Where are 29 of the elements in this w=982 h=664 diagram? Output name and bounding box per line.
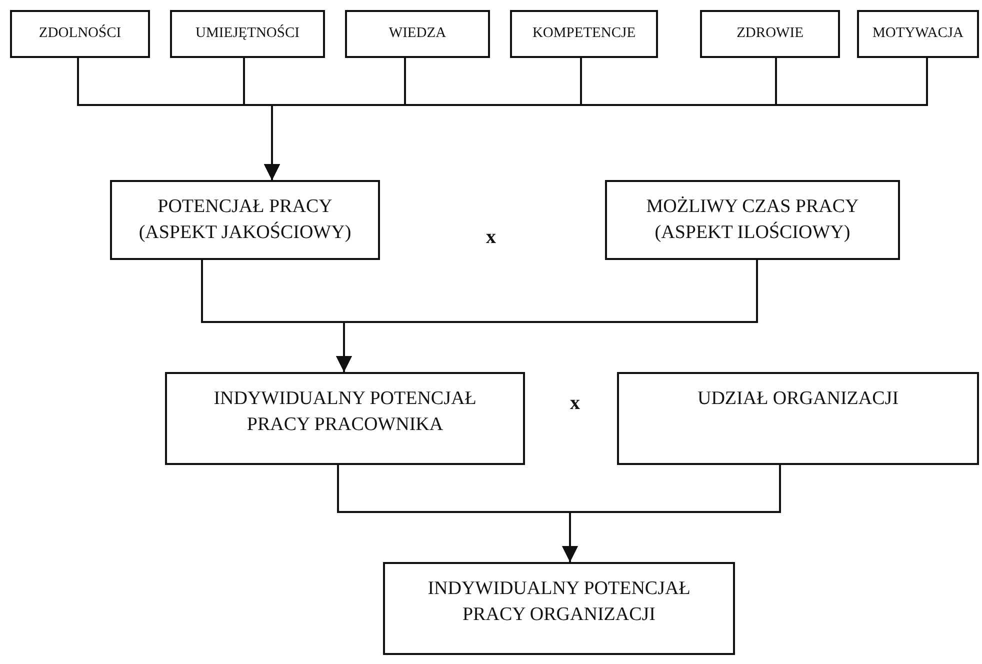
box-label: INDYWIDUALNY POTENCJAŁ PRACY ORGANIZACJI [426,577,692,627]
box-label: UDZIAŁ ORGANIZACJI [697,387,899,411]
box-label: (ASPEKT JAKOŚCIOWY) [138,220,352,245]
connector-arrow [264,58,928,180]
box-label: POTENCJAŁ PRACY [158,195,332,219]
box-label: MOŻLIWY CZAS PRACY [646,195,859,219]
process-box [700,10,840,58]
multiply-sign: x [486,226,496,249]
process-box [605,180,900,260]
process-box [857,10,979,58]
box-label: UMIEJĘTNOŚCI [196,24,300,44]
box-label: INDYWIDUALNY POTENCJAŁ PRACY PRACOWNIKA [212,387,478,437]
process-box [10,10,150,58]
process-box [617,372,979,465]
box-label: (ASPEKT ILOŚCIOWY) [654,220,850,245]
box-label: ZDROWIE [736,24,804,44]
process-box [165,372,525,465]
box-label: ZDOLNOŚCI [38,24,122,44]
connector-arrow [562,465,781,562]
multiply-sign: x [570,392,580,415]
connector-arrow [336,260,758,372]
process-box [383,562,735,655]
box-label: WIEDZA [388,24,446,44]
box-label: MOTYWACJA [872,24,964,44]
process-box [510,10,658,58]
box-label: KOMPETENCJE [532,24,636,44]
process-box [170,10,325,58]
process-box [345,10,490,58]
process-box [110,180,380,260]
